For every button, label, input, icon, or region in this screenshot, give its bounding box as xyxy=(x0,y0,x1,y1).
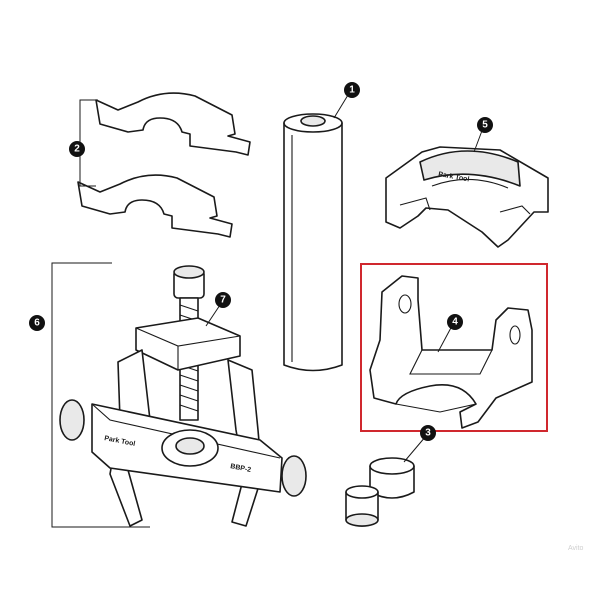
svg-text:3: 3 xyxy=(425,428,431,439)
callout-badge-7: 7 xyxy=(215,292,231,308)
puller-model: BBP-2 xyxy=(230,463,252,474)
part-4-bracket xyxy=(369,275,533,429)
part-3-bushing xyxy=(345,457,415,527)
callout-badge-2: 2 xyxy=(69,141,85,157)
callout-badge-5: 5 xyxy=(477,117,493,133)
callout-badge-3: 3 xyxy=(420,425,436,441)
callout-6-bracket xyxy=(51,262,150,528)
part-4-highlight-box xyxy=(360,263,548,432)
callout-badge-4: 4 xyxy=(447,314,463,330)
svg-text:1: 1 xyxy=(349,85,355,96)
svg-text:2: 2 xyxy=(74,144,80,155)
svg-text:4: 4 xyxy=(452,317,458,328)
part-6-puller: Park Tool BBP-2 xyxy=(59,265,307,527)
callout-badge-6: 6 xyxy=(29,315,45,331)
part-1-cylinder xyxy=(283,113,343,372)
svg-text:6: 6 xyxy=(34,318,40,329)
svg-text:7: 7 xyxy=(220,295,226,306)
svg-text:5: 5 xyxy=(482,120,488,131)
part-5-cup: Park Tool xyxy=(385,146,549,248)
callout-badge-1: 1 xyxy=(344,82,360,98)
part-2-shims xyxy=(77,92,251,238)
watermark: Avito xyxy=(568,545,584,552)
